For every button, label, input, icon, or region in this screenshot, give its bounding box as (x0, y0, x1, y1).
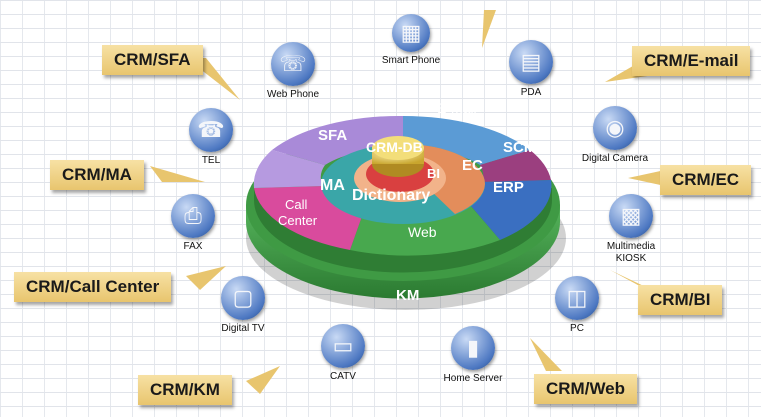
pointer-web (530, 338, 562, 371)
callout-crm-ma: CRM/MA (50, 160, 144, 190)
pointer-ec (628, 170, 665, 186)
segment-scm (480, 150, 551, 182)
callout-crm-sfa: CRM/SFA (102, 45, 203, 75)
label-ma: MA (320, 177, 345, 194)
device-label: PDA (520, 87, 542, 98)
label-call-center-1: Call (285, 197, 308, 212)
smart-phone-icon: ▦ (392, 14, 430, 52)
device-digital-tv: ▢ Digital TV (188, 276, 298, 335)
device-label: Home Server (443, 373, 503, 384)
tv-icon: ▢ (221, 276, 265, 320)
segment-email (403, 115, 530, 165)
segment-sfa (272, 115, 403, 165)
label-call-center-2: Center (278, 213, 318, 228)
label-web: Web (408, 224, 437, 240)
device-web-phone: ☏ Web Phone (238, 42, 348, 101)
label-dictionary: Dictionary (352, 187, 430, 204)
label-scm: SCM (503, 139, 536, 156)
device-label: CATV (330, 371, 356, 382)
pointer-top (482, 10, 496, 48)
device-label-line2: KIOSK (615, 253, 647, 264)
pc-icon: ◫ (555, 276, 599, 320)
callout-crm-bi: CRM/BI (638, 285, 723, 315)
pointer-km (246, 366, 280, 394)
device-label: TEL (201, 155, 221, 166)
device-label: Smart Phone (381, 55, 441, 66)
camera-icon: ◉ (593, 106, 637, 150)
device-digital-camera: ◉ Digital Camera (560, 106, 670, 165)
catv-icon: ▭ (321, 324, 365, 368)
callout-crm-call-center: CRM/Call Center (14, 272, 172, 302)
telephone-icon: ☎ (189, 108, 233, 152)
device-label: FAX (183, 241, 203, 252)
callout-crm-web: CRM/Web (534, 374, 638, 404)
label-crm-db: CRM-DB (366, 139, 423, 155)
label-ec: EC (462, 157, 483, 174)
mobile-phone-icon: ☏ (271, 42, 315, 86)
pointer-call-center (186, 266, 226, 290)
device-label: Digital Camera (581, 153, 649, 164)
label-email: E-mail (437, 100, 477, 116)
device-catv: ▭ CATV (288, 324, 398, 383)
segment-sfa-lower (253, 150, 325, 188)
device-fax: ⎙ FAX (138, 194, 248, 253)
hub-top (372, 136, 424, 160)
pointer-ma (150, 166, 205, 182)
label-erp: ERP (493, 179, 524, 196)
device-label-line1: Multimedia (606, 241, 656, 252)
label-bi: BI (427, 166, 440, 181)
label-sfa: SFA (318, 127, 347, 144)
server-icon: ▮ (451, 326, 495, 370)
device-home-server: ▮ Home Server (418, 326, 528, 385)
device-multimedia-kiosk: ▩ Multimedia KIOSK (576, 194, 686, 265)
device-label: Digital TV (221, 323, 265, 334)
kiosk-icon: ▩ (609, 194, 653, 238)
device-pda: ▤ PDA (476, 40, 586, 99)
device-tel: ☎ TEL (156, 108, 266, 167)
callout-crm-km: CRM/KM (138, 375, 232, 405)
km-label: KM (396, 287, 419, 304)
fax-icon: ⎙ (171, 194, 215, 238)
device-smart-phone: ▦ Smart Phone (356, 14, 466, 67)
segment-erp (470, 180, 552, 240)
callout-crm-email: CRM/E-mail (632, 46, 751, 76)
device-label: PC (570, 323, 584, 334)
device-label: Web Phone (266, 89, 320, 100)
callout-crm-ec: CRM/EC (660, 165, 752, 195)
device-pc: ◫ PC (522, 276, 632, 335)
pda-icon: ▤ (509, 40, 553, 84)
